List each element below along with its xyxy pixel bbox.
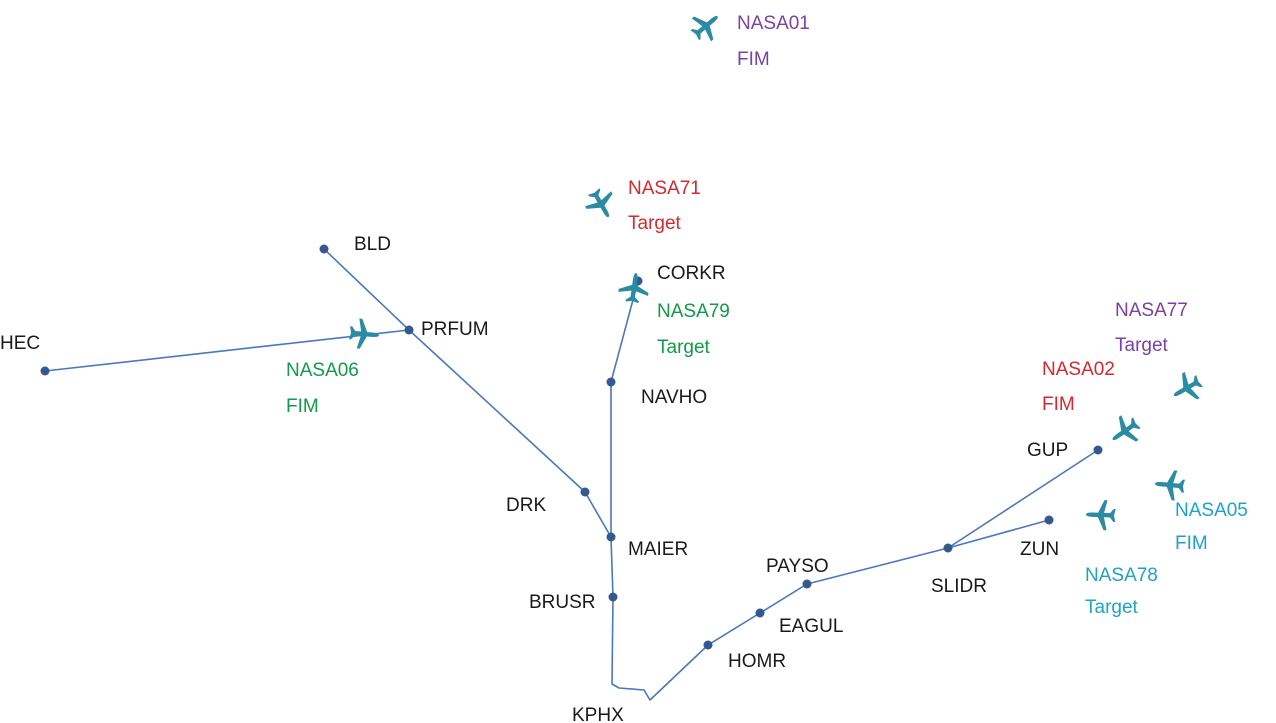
airplane-icon-nasa79[interactable]: [617, 271, 651, 304]
waypoint-dot-eagul: [755, 608, 765, 618]
waypoint-dot-homr: [703, 640, 713, 650]
aircraft-role-nasa77: Target: [1115, 335, 1169, 356]
waypoint-label-slidr: SLIDR: [931, 576, 987, 597]
waypoint-dot-navho: [606, 377, 616, 387]
aircraft-labels: NASA01 FIM NASA71 Target NASA79 Target N…: [286, 13, 1248, 618]
waypoint-label-kphx: KPHX: [572, 705, 624, 723]
aircraft-callsign-nasa77: NASA77: [1115, 300, 1188, 321]
airplane-icon-nasa02[interactable]: [1104, 410, 1145, 451]
route-line-corkr-kphx: [610, 280, 949, 701]
waypoint-label-payso: PAYSO: [766, 556, 829, 577]
aircraft-callsign-nasa01: NASA01: [737, 13, 810, 34]
airplane-icon-shape: [348, 318, 379, 349]
aircraft-icons: [348, 5, 1208, 531]
waypoint-labels: BLD PRFUM HEC CORKR NAVHO DRK MAIER BRUS…: [0, 234, 1068, 723]
route-line-slidr-zun: [947, 519, 1050, 549]
aircraft-role-nasa02: FIM: [1042, 394, 1075, 415]
aircraft-role-nasa79: Target: [657, 337, 711, 358]
waypoint-label-gup: GUP: [1027, 440, 1068, 461]
waypoint-dot-prfum: [404, 325, 414, 335]
waypoint-dot-gup: [1093, 445, 1103, 455]
airplane-icon-shape: [1173, 372, 1203, 400]
waypoint-dot-hec: [40, 366, 50, 376]
airplane-icon-shape: [618, 273, 649, 304]
waypoint-label-bld: BLD: [354, 234, 391, 255]
airplane-icon-shape: [585, 188, 613, 218]
aircraft-callsign-nasa06: NASA06: [286, 360, 359, 381]
aircraft-role-nasa05: FIM: [1175, 533, 1208, 554]
aircraft-role-nasa78: Target: [1085, 597, 1139, 618]
airplane-icon-nasa06[interactable]: [348, 318, 380, 350]
aircraft-role-nasa71: Target: [628, 213, 682, 234]
aircraft-callsign-nasa71: NASA71: [628, 178, 701, 199]
waypoint-dot-bld: [319, 244, 329, 254]
waypoint-label-corkr: CORKR: [657, 263, 726, 284]
waypoint-label-drk: DRK: [506, 495, 546, 516]
airplane-icon-shape: [1086, 500, 1116, 531]
waypoint-dot-slidr: [943, 543, 953, 553]
waypoint-label-prfum: PRFUM: [421, 319, 489, 340]
aircraft-callsign-nasa79: NASA79: [657, 301, 730, 322]
airplane-icon-shape: [1155, 470, 1186, 501]
route-line-hec-prfum: [44, 329, 410, 372]
aircraft-role-nasa06: FIM: [286, 396, 319, 417]
waypoint-dot-brusr: [608, 592, 618, 602]
waypoint-label-homr: HOMR: [728, 651, 786, 672]
airplane-icon-shape: [690, 15, 718, 42]
route-lines: [44, 248, 1099, 701]
airplane-icon-nasa77[interactable]: [1167, 368, 1208, 409]
aircraft-role-nasa01: FIM: [737, 49, 770, 70]
waypoint-dot-drk: [580, 487, 590, 497]
aircraft-callsign-nasa05: NASA05: [1175, 500, 1248, 521]
waypoint-dot-maier: [606, 532, 616, 542]
waypoint-label-eagul: EAGUL: [779, 616, 843, 637]
route-line-slidr-gup: [947, 449, 1099, 549]
airplane-icon-nasa05[interactable]: [1154, 469, 1186, 501]
airplane-icon-nasa78[interactable]: [1085, 499, 1116, 531]
waypoint-label-navho: NAVHO: [641, 387, 707, 408]
waypoint-label-hec: HEC: [0, 333, 40, 354]
airplane-icon-nasa71[interactable]: [581, 184, 622, 225]
waypoint-label-brusr: BRUSR: [529, 592, 596, 613]
aircraft-callsign-nasa78: NASA78: [1085, 565, 1158, 586]
airplane-icon-nasa01[interactable]: [685, 5, 727, 47]
waypoint-markers: [40, 244, 1103, 650]
airplane-icon-shape: [1112, 415, 1141, 442]
waypoint-label-zun: ZUN: [1020, 539, 1059, 560]
aircraft-callsign-nasa02: NASA02: [1042, 359, 1115, 380]
waypoint-label-maier: MAIER: [628, 539, 688, 560]
waypoint-dot-zun: [1044, 515, 1054, 525]
route-line-bld-kphx: [323, 248, 612, 538]
waypoint-dot-payso: [802, 579, 812, 589]
